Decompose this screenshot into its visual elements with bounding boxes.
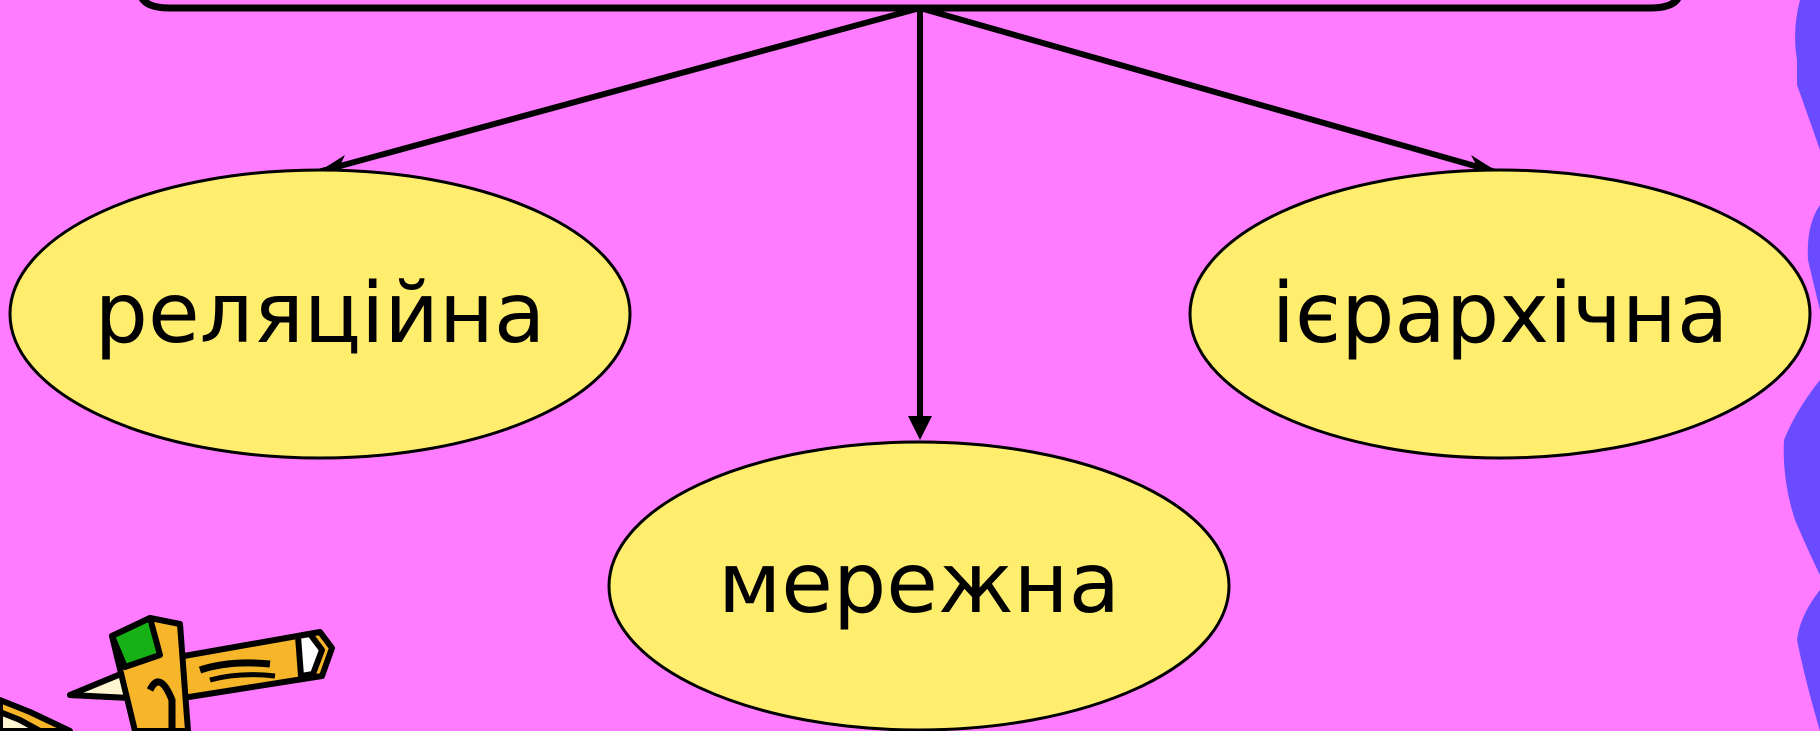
node-hierarchical: ієрархічна [1188, 168, 1812, 460]
arrowhead-network [908, 416, 932, 440]
node-network-label: мережна [718, 534, 1120, 632]
node-network: мережна [607, 440, 1231, 731]
root-box [139, 0, 1681, 12]
connector-to-hierarchical [919, 5, 1497, 175]
node-hierarchical-shape [1188, 168, 1812, 460]
arrowhead-relational [318, 155, 345, 172]
node-relational: реляційна [8, 168, 632, 460]
connectors [317, 5, 1497, 420]
node-relational-label: реляційна [95, 264, 546, 362]
node-network-shape [607, 440, 1231, 731]
arrowheads [318, 155, 1498, 440]
arrowhead-hierarchical [1471, 155, 1498, 172]
connector-to-relational [317, 5, 921, 175]
purple-wavy-border [1783, 0, 1820, 731]
node-hierarchical-label: ієрархічна [1272, 264, 1729, 362]
node-relational-shape [8, 168, 632, 460]
pencils-clipart-icon [0, 615, 335, 731]
